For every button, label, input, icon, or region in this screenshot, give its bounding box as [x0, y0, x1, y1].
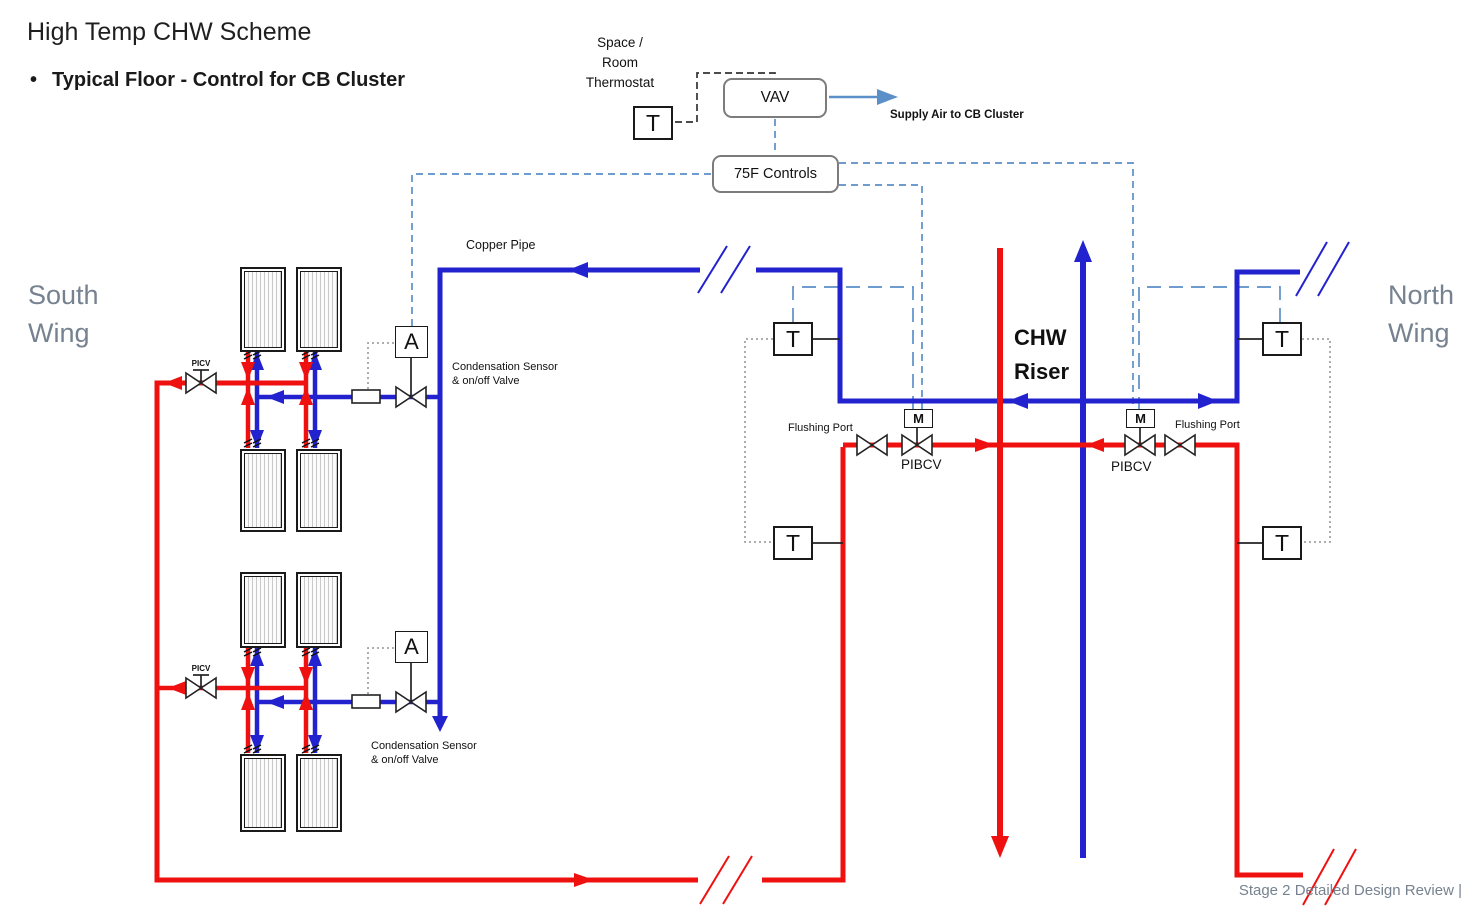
controls-box-75f: 75F Controls	[712, 155, 839, 193]
copper-pipe-label: Copper Pipe	[466, 238, 536, 252]
thermostat-label-line1: Space /	[597, 35, 643, 50]
flow-arrow	[991, 836, 1009, 858]
subtitle-text: Typical Floor - Control for CB Cluster	[52, 69, 405, 91]
controls-to-north-actuator-wire	[839, 162, 1134, 409]
chilled-beam	[240, 754, 286, 832]
flow-arrow	[432, 716, 448, 732]
thermostat-label-line2: Room	[601, 55, 638, 70]
chw-riser-line1: CHW	[1014, 325, 1067, 350]
chilled-beam	[296, 572, 342, 648]
south-pibcv-label: PIBCV	[901, 457, 942, 472]
chw-supply-pipes-blue	[250, 240, 1350, 858]
black-connectors	[193, 338, 1264, 701]
picv-label-lower: PICV	[191, 664, 211, 673]
north-return-temp-sensor-box: T	[1262, 526, 1302, 560]
north-sensor-control-wire	[1138, 286, 1281, 409]
supply-air-arrow	[829, 89, 898, 105]
north-flushing-port-valve	[1164, 434, 1196, 456]
upper-condensation-actuator-box: A	[395, 326, 428, 358]
flow-arrow	[975, 438, 995, 452]
bullet-marker: •	[30, 69, 38, 91]
flow-arrow	[1008, 393, 1028, 409]
pipe-break-mark	[699, 855, 730, 905]
flow-arrow	[574, 873, 594, 887]
thermostat-label: Space / Room Thermostat	[556, 33, 684, 93]
chilled-beam	[296, 754, 342, 832]
north-temp-sensors-wire	[1302, 338, 1331, 543]
lower-condensation-actuator-box: A	[395, 631, 428, 663]
chilled-beam	[296, 267, 342, 352]
chw-riser-label: CHW Riser	[1014, 321, 1069, 389]
north-wing-line1: North	[1388, 280, 1455, 310]
north-wing-line2: Wing	[1388, 318, 1450, 348]
room-thermostat-box: T	[633, 106, 673, 140]
thermostat-label-line3: Thermostat	[585, 75, 655, 90]
vav-box: VAV	[723, 78, 827, 118]
flow-arrow	[568, 262, 588, 278]
flow-arrow	[1086, 438, 1104, 452]
chw-riser-line2: Riser	[1014, 359, 1070, 384]
north-wing-label: North Wing	[1388, 276, 1454, 352]
chilled-beam	[240, 267, 286, 352]
chilled-beam	[240, 449, 286, 532]
valves	[185, 372, 1196, 713]
control-wiring	[367, 72, 1331, 694]
sensor-dashed-wires	[792, 286, 1281, 409]
south-flushing-port-label: Flushing Port	[788, 422, 853, 434]
north-pibcv-label: PIBCV	[1111, 459, 1152, 474]
south-pibcv-actuator-box: M	[904, 409, 933, 428]
upper-condensation-sensor-wire	[367, 342, 394, 389]
pipe-break-mark	[1317, 241, 1350, 297]
south-return-temp-sensor-box: T	[773, 526, 813, 560]
south-wing-line1: South	[28, 280, 99, 310]
condensation-label-line2: & on/off Valve	[452, 375, 520, 387]
thermostat-to-vav-wire	[675, 72, 776, 123]
north-pibcv-actuator-box: M	[1126, 409, 1155, 428]
dotted-sensor-wires	[367, 338, 1331, 694]
footer-review-text: Stage 2 Detailed Design Review |	[1238, 882, 1462, 899]
bms-dashed-wires	[411, 119, 1134, 409]
condensation-label-line1: Condensation Sensor	[452, 361, 558, 373]
condensation-sensor-lower	[351, 694, 381, 709]
flow-arrow	[168, 681, 186, 695]
pipe-break-mark	[722, 855, 753, 905]
south-wing-label: South Wing	[28, 276, 99, 352]
pipe-break-mark	[1302, 848, 1335, 906]
pipe-break-mark	[720, 245, 751, 294]
flow-arrow	[1198, 393, 1218, 409]
pipe-break-mark	[1324, 848, 1357, 906]
flow-arrow	[266, 695, 284, 709]
condensation-label-upper: Condensation Sensor & on/off Valve	[452, 360, 558, 388]
north-flushing-port-label: Flushing Port	[1175, 419, 1240, 431]
condensation-label-lower: Condensation Sensor & on/off Valve	[371, 739, 477, 767]
condensation-sensor-upper	[351, 389, 381, 404]
condensation-label-line1: Condensation Sensor	[371, 740, 477, 752]
subtitle-bullet: • Typical Floor - Control for CB Cluster	[30, 69, 405, 92]
chilled-beam	[296, 449, 342, 532]
chilled-beam	[240, 572, 286, 648]
flow-arrow	[1074, 240, 1092, 262]
lower-condensation-sensor-wire	[367, 647, 394, 694]
south-supply-temp-sensor-box: T	[773, 322, 813, 356]
condensation-label-line2: & on/off Valve	[371, 754, 439, 766]
pipe-break-mark	[1295, 241, 1328, 297]
flow-arrow	[164, 376, 182, 390]
controls-to-upper-actuator-wire	[411, 173, 711, 326]
north-supply-temp-sensor-box: T	[1262, 322, 1302, 356]
south-flushing-port-valve	[856, 434, 888, 456]
pipe-break-mark	[697, 245, 728, 294]
flow-arrow	[266, 390, 284, 404]
south-sensor-control-wire	[792, 286, 914, 409]
chw-return-pipes-red	[154, 248, 1357, 906]
south-temp-sensors-wire	[744, 338, 773, 543]
south-wing-line2: Wing	[28, 318, 90, 348]
supply-air-label: Supply Air to CB Cluster	[890, 109, 1024, 121]
controls-to-south-actuator-wire	[839, 184, 923, 409]
picv-label-upper: PICV	[191, 359, 211, 368]
page-title: High Temp CHW Scheme	[27, 18, 312, 46]
